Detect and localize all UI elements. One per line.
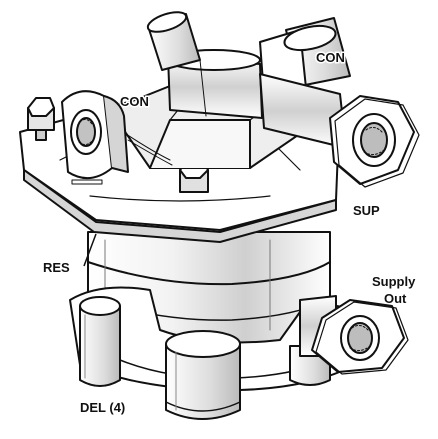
con-port-top-left — [146, 11, 201, 71]
bolt-left — [27, 97, 55, 141]
top-pipe — [167, 49, 263, 119]
con-port-left — [61, 90, 129, 185]
supply-out-fitting — [299, 295, 409, 375]
label-sup: SUP — [353, 203, 380, 218]
label-del: DEL (4) — [80, 400, 125, 415]
del-port-left — [79, 296, 121, 387]
label-con-left: CON — [120, 94, 149, 109]
label-res: RES — [43, 260, 70, 275]
sup-port — [329, 95, 420, 188]
label-con-right: CON — [316, 50, 345, 65]
label-supply-out-line2: Out — [384, 291, 407, 306]
del-port-front — [165, 330, 241, 420]
label-supply-out-line1: Supply — [372, 274, 416, 289]
res-leader-line — [83, 233, 97, 267]
